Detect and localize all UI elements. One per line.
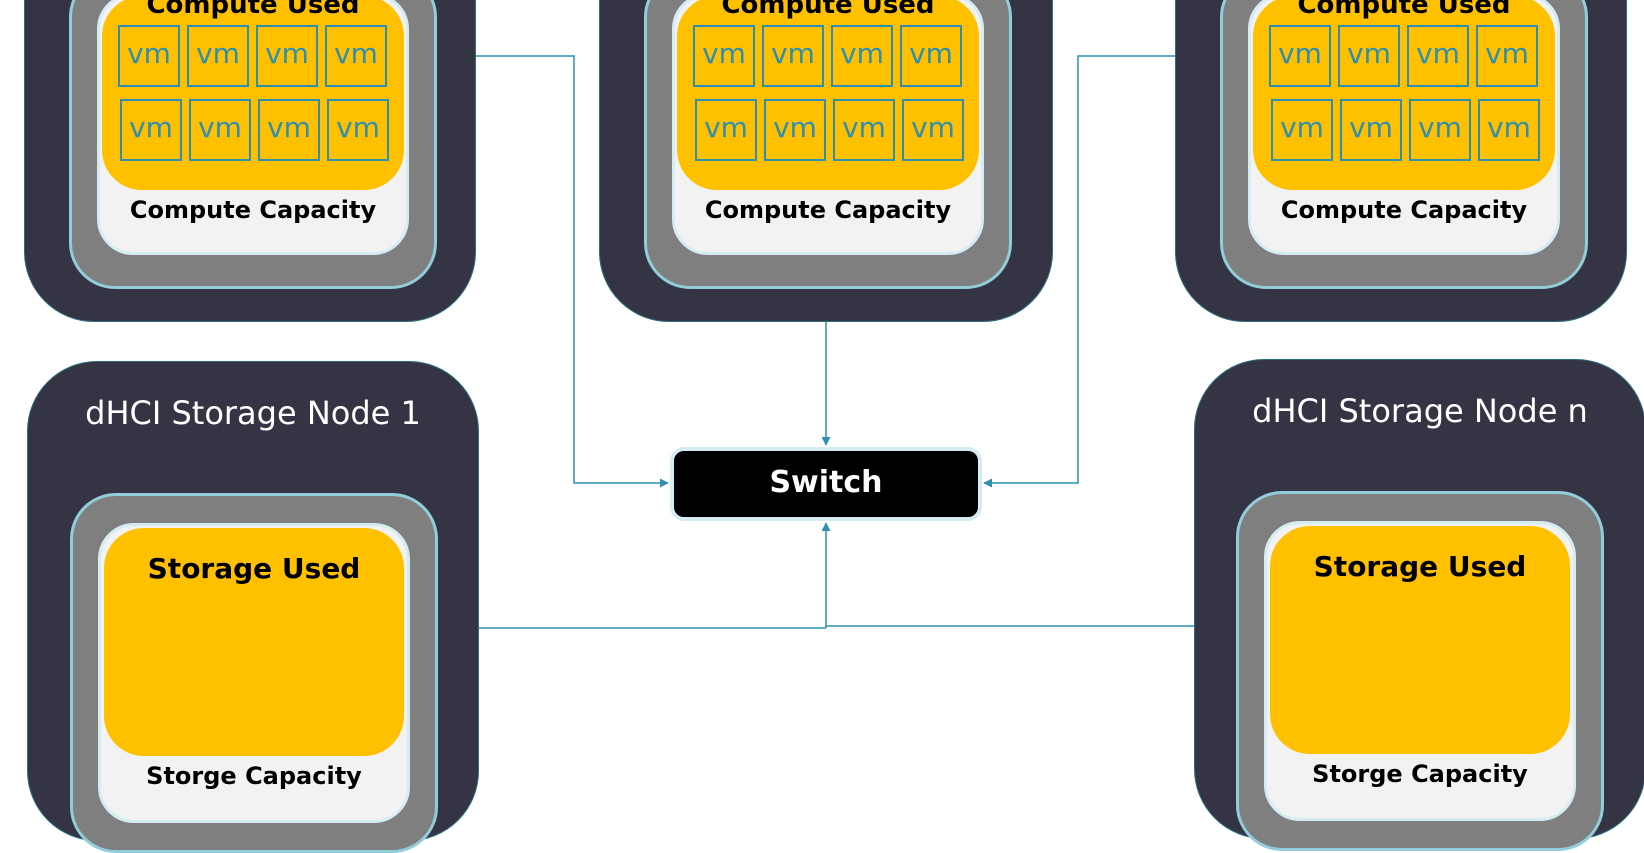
vm-box: vm bbox=[189, 99, 251, 161]
vm-box: vm bbox=[902, 99, 964, 161]
compute-used-area: Compute Used vm vm vm vm vm vm vm vm bbox=[102, 0, 404, 190]
vm-box: vm bbox=[1338, 25, 1400, 87]
compute-capacity-label: Compute Capacity bbox=[1280, 196, 1528, 224]
vm-box: vm bbox=[258, 99, 320, 161]
compute-capacity-ring: Compute Used vm vm vm vm vm vm vm vm Com… bbox=[69, 0, 437, 289]
storage-capacity-inner: Storage Used Storge Capacity bbox=[98, 523, 410, 823]
storage-used-label: Storage Used bbox=[1313, 550, 1527, 583]
vm-box: vm bbox=[1476, 25, 1538, 87]
storage-node-title: dHCI Storage Node n bbox=[1252, 392, 1588, 430]
vm-box: vm bbox=[693, 25, 755, 87]
compute-node-1: Compute Used vm vm vm vm vm vm vm vm Com… bbox=[24, 0, 476, 322]
vm-box: vm bbox=[762, 25, 824, 87]
vm-box: vm bbox=[1271, 99, 1333, 161]
compute-capacity-label: Compute Capacity bbox=[129, 196, 377, 224]
vm-box: vm bbox=[695, 99, 757, 161]
storage-node-title: dHCI Storage Node 1 bbox=[85, 394, 421, 432]
compute-used-label: Compute Used bbox=[1297, 0, 1511, 20]
vm-box: vm bbox=[764, 99, 826, 161]
vm-box: vm bbox=[1478, 99, 1540, 161]
compute-capacity-ring: Compute Used vm vm vm vm vm vm vm vm Com… bbox=[644, 0, 1012, 289]
vm-box: vm bbox=[1409, 99, 1471, 161]
switch: Switch bbox=[670, 447, 982, 521]
storage-node-n: dHCI Storage Node n Storage Used Storge … bbox=[1194, 359, 1644, 851]
vm-box: vm bbox=[900, 25, 962, 87]
compute-used-area: Compute Used vm vm vm vm vm vm vm vm bbox=[1253, 0, 1555, 190]
connector-lines bbox=[476, 55, 1194, 629]
compute-node-2: Compute Used vm vm vm vm vm vm vm vm Com… bbox=[599, 0, 1053, 322]
vm-box: vm bbox=[256, 25, 318, 87]
compute-used-label: Compute Used bbox=[146, 0, 360, 20]
storage-used-label: Storage Used bbox=[147, 552, 361, 585]
connector-compute3-switch bbox=[983, 55, 1175, 488]
vm-box: vm bbox=[1340, 99, 1402, 161]
vm-box: vm bbox=[1269, 25, 1331, 87]
compute-used-area: Compute Used vm vm vm vm vm vm vm vm bbox=[677, 0, 979, 190]
compute-capacity-inner: Compute Used vm vm vm vm vm vm vm vm Com… bbox=[672, 0, 984, 255]
vm-box: vm bbox=[833, 99, 895, 161]
storage-node-1: dHCI Storage Node 1 Storage Used Storge … bbox=[27, 361, 479, 853]
compute-capacity-label: Compute Capacity bbox=[704, 196, 952, 224]
storage-capacity-ring: Storage Used Storge Capacity bbox=[70, 493, 438, 853]
vm-box: vm bbox=[120, 99, 182, 161]
vm-box: vm bbox=[187, 25, 249, 87]
compute-capacity-ring: Compute Used vm vm vm vm vm vm vm vm Com… bbox=[1220, 0, 1588, 289]
storage-capacity-label: Storge Capacity bbox=[146, 762, 362, 790]
vm-box: vm bbox=[1407, 25, 1469, 87]
compute-capacity-inner: Compute Used vm vm vm vm vm vm vm vm Com… bbox=[97, 0, 409, 255]
storage-capacity-ring: Storage Used Storge Capacity bbox=[1236, 491, 1604, 851]
storage-capacity-inner: Storage Used Storge Capacity bbox=[1264, 521, 1576, 821]
compute-capacity-inner: Compute Used vm vm vm vm vm vm vm vm Com… bbox=[1248, 0, 1560, 255]
connector-compute1-switch bbox=[476, 55, 669, 488]
vm-box: vm bbox=[831, 25, 893, 87]
storage-used-area: Storage Used bbox=[104, 528, 404, 756]
compute-node-3: Compute Used vm vm vm vm vm vm vm vm Com… bbox=[1175, 0, 1627, 322]
storage-capacity-label: Storge Capacity bbox=[1312, 760, 1528, 788]
vm-box: vm bbox=[118, 25, 180, 87]
storage-used-area: Storage Used bbox=[1270, 526, 1570, 754]
vm-box: vm bbox=[327, 99, 389, 161]
vm-box: vm bbox=[325, 25, 387, 87]
compute-used-label: Compute Used bbox=[721, 0, 935, 20]
